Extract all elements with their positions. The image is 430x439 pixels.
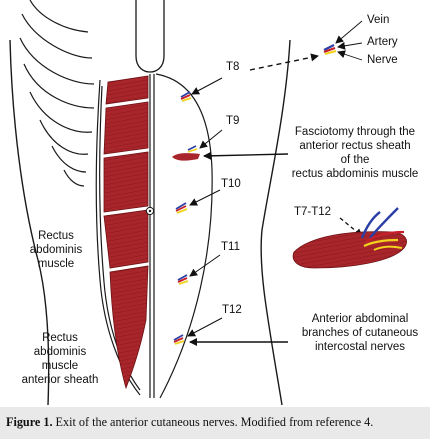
label-vein: Vein [367, 14, 390, 26]
label-fasciotomy-1: Fasciotomy through the [294, 126, 416, 138]
caption-prefix: Figure 1. [6, 415, 53, 429]
label-branches-3: intercostal nerves [314, 341, 406, 353]
label-t10: T10 [221, 178, 241, 190]
label-fasciotomy-2: anterior rectus sheath [299, 140, 411, 152]
label-rectus-muscle-1: Rectus [38, 230, 74, 242]
nerve-exit-t8 [180, 91, 192, 102]
label-t11: T11 [221, 241, 240, 253]
label-rectus-muscle-3: muscle [37, 258, 75, 270]
legend-pointers [335, 20, 363, 61]
label-sheath-2: abdominis [33, 346, 87, 358]
label-t9: T9 [226, 115, 240, 127]
rib-cage [19, 0, 95, 187]
label-t8: T8 [226, 61, 240, 73]
nerve-exit-t12 [173, 334, 185, 345]
anatomy-illustration [9, 0, 407, 406]
navel [145, 206, 155, 216]
label-sheath-3: muscle [41, 360, 79, 372]
label-fasciotomy-4: rectus abdominis muscle [291, 168, 419, 180]
label-branches-2: branches of cutaneous [301, 327, 419, 339]
label-rectus-muscle-2: abdominis [29, 244, 83, 256]
label-artery: Artery [367, 36, 398, 48]
figure-caption: Figure 1. Exit of the anterior cutaneous… [6, 415, 426, 430]
nerve-exit-t11 [177, 274, 189, 285]
label-nerve: Nerve [367, 54, 398, 66]
sternum [135, 0, 165, 73]
fasciotomy-detail [292, 207, 407, 269]
label-branches-1: Anterior abdominal [311, 313, 409, 325]
legend-bundle [323, 44, 337, 56]
label-sheath-1: Rectus [42, 332, 78, 344]
torso-outline [9, 39, 291, 406]
nerve-exit-t9 [172, 145, 200, 161]
rectus-abdominis-muscle [103, 75, 149, 390]
label-fasciotomy-3: of the [340, 154, 370, 166]
label-t7-t12: T7-T12 [294, 206, 332, 218]
label-sheath-4: anterior sheath [21, 374, 99, 386]
caption-text: Exit of the anterior cutaneous nerves. M… [52, 415, 374, 429]
label-t12: T12 [222, 304, 242, 316]
nerve-exit-t10 [175, 202, 188, 214]
caption-bar [0, 407, 430, 439]
fasciotomy-arrow [203, 151, 289, 160]
level-pointers [187, 77, 223, 337]
t8-dashed-arrow [249, 53, 319, 71]
